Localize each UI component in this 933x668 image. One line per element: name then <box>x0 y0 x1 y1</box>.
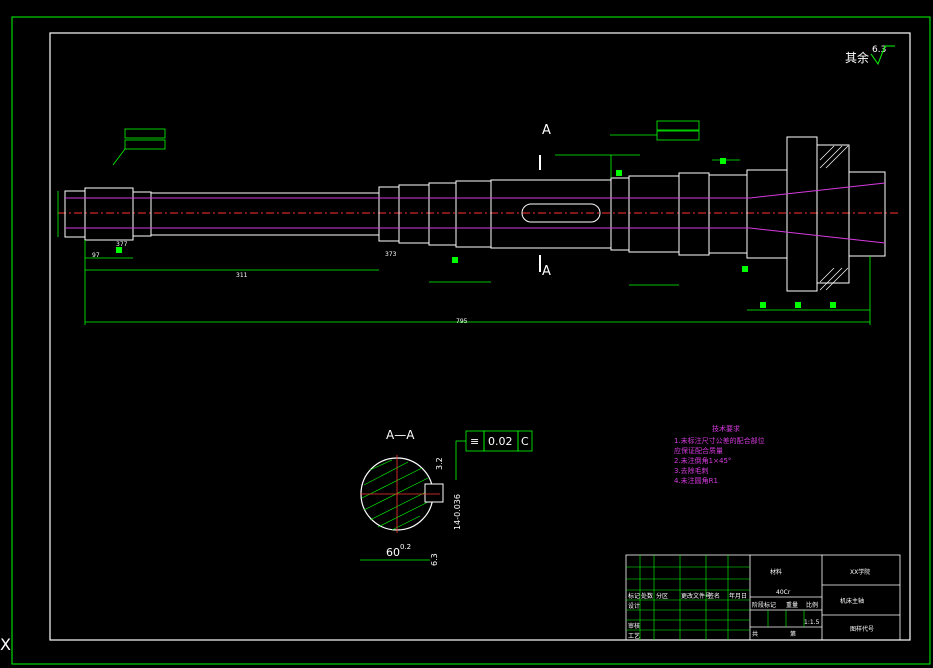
shaft-flange-hub <box>816 144 850 284</box>
shaft-step-8 <box>455 180 492 248</box>
cursor-icon: X <box>0 635 11 654</box>
shaft-step-14 <box>746 169 788 259</box>
dim-seg-97: 97 <box>92 252 100 259</box>
shaft-step-12 <box>678 172 710 256</box>
shaft-step-9 <box>490 179 612 249</box>
tech-item-5: 4.未注圆角R1 <box>674 476 718 485</box>
side-roughness: 6.3 <box>430 553 439 566</box>
dimension-markers <box>116 158 836 308</box>
row-label-1: 标记 <box>628 592 640 600</box>
dimension-lines <box>57 154 871 325</box>
weight-label: 重量 <box>786 601 798 609</box>
dim-seg-311: 311 <box>236 272 248 279</box>
section-view: A—A ≡ 0.02 C 3.2 14-0.036 60 0.2 6.3 <box>360 428 533 566</box>
section-mark-bottom: A <box>542 264 551 279</box>
row-label-5: 签名 <box>708 592 720 600</box>
tolerance-symbol: ≡ <box>470 435 479 448</box>
part-name: 机床主轴 <box>840 597 864 605</box>
diameter-dim: 60 <box>386 546 400 559</box>
row-label-3: 分区 <box>656 592 668 600</box>
shaft-step-10 <box>610 177 630 251</box>
shaft-step-7 <box>428 182 457 246</box>
sheet-total-label: 共 <box>752 630 758 638</box>
ratio-label: 比例 <box>806 601 818 609</box>
shaft-step-6 <box>398 184 430 244</box>
section-keyway <box>424 483 444 503</box>
tech-item-1: 1.未标注尺寸公差的配合部位 <box>674 436 765 445</box>
tolerance-datum: C <box>521 435 529 448</box>
tech-item-4: 3.去除毛刺 <box>674 466 709 475</box>
tolerance-frames <box>112 120 700 166</box>
material-label: 材料 <box>770 568 782 576</box>
shaft-main-view <box>58 136 900 292</box>
section-view-label: A—A <box>386 428 415 442</box>
shaft-step-4 <box>150 192 380 236</box>
left-label-1: 设计 <box>628 602 640 610</box>
shaft-end <box>848 171 886 257</box>
shaft-step-11 <box>628 175 680 253</box>
shaft-step-13 <box>708 174 748 254</box>
inner-border <box>49 32 911 641</box>
row-label-4: 更改文件号 <box>681 592 711 600</box>
tolerance-value: 0.02 <box>488 435 513 448</box>
dim-seg-373: 373 <box>385 251 397 258</box>
section-roughness: 3.2 <box>435 457 444 470</box>
roughness-prefix: 其余 <box>845 50 869 65</box>
dim-seg-377: 377 <box>116 241 128 248</box>
drawing-number: 图样代号 <box>850 625 874 633</box>
tech-item-3: 2.未注倒角1×45° <box>674 456 731 465</box>
roughness-symbol-icon <box>870 45 895 66</box>
section-marks: A A <box>539 123 551 279</box>
shaft-step-5 <box>378 186 400 242</box>
roughness-note: 其余 6.3 <box>845 45 895 66</box>
shaft-step-3 <box>132 191 152 237</box>
row-label-2: 处数 <box>641 592 653 600</box>
title-block <box>625 554 901 641</box>
keyway-dim: 14-0.036 <box>453 494 462 530</box>
keyway-slot <box>521 203 601 223</box>
flange-hatch <box>819 145 849 291</box>
left-label-3: 工艺 <box>628 632 640 640</box>
outer-border <box>11 16 931 665</box>
row-label-6: 年月日 <box>729 592 747 600</box>
dim-total: 795 <box>456 318 468 325</box>
stage-label: 阶段标记 <box>752 601 776 609</box>
roughness-value: 6.3 <box>872 45 886 55</box>
diameter-tol: 0.2 <box>400 543 411 551</box>
section-mark-top: A <box>542 123 551 138</box>
school-name: XX学院 <box>850 568 870 576</box>
tech-title: 技术要求 <box>712 424 740 433</box>
material-value: 40Cr <box>776 589 791 596</box>
tech-item-2: 应保证配合质量 <box>674 446 723 455</box>
shaft-flange <box>786 136 818 292</box>
tech-requirements: 技术要求 1.未标注尺寸公差的配合部位 应保证配合质量 2.未注倒角1×45° … <box>674 424 765 485</box>
scale-value: 1:1.5 <box>804 619 820 626</box>
section-hatch <box>361 459 431 531</box>
shaft-step-2 <box>84 187 134 241</box>
sheet-index-label: 第 <box>790 630 796 638</box>
hidden-bore <box>65 182 886 244</box>
left-label-2: 审核 <box>628 622 640 630</box>
